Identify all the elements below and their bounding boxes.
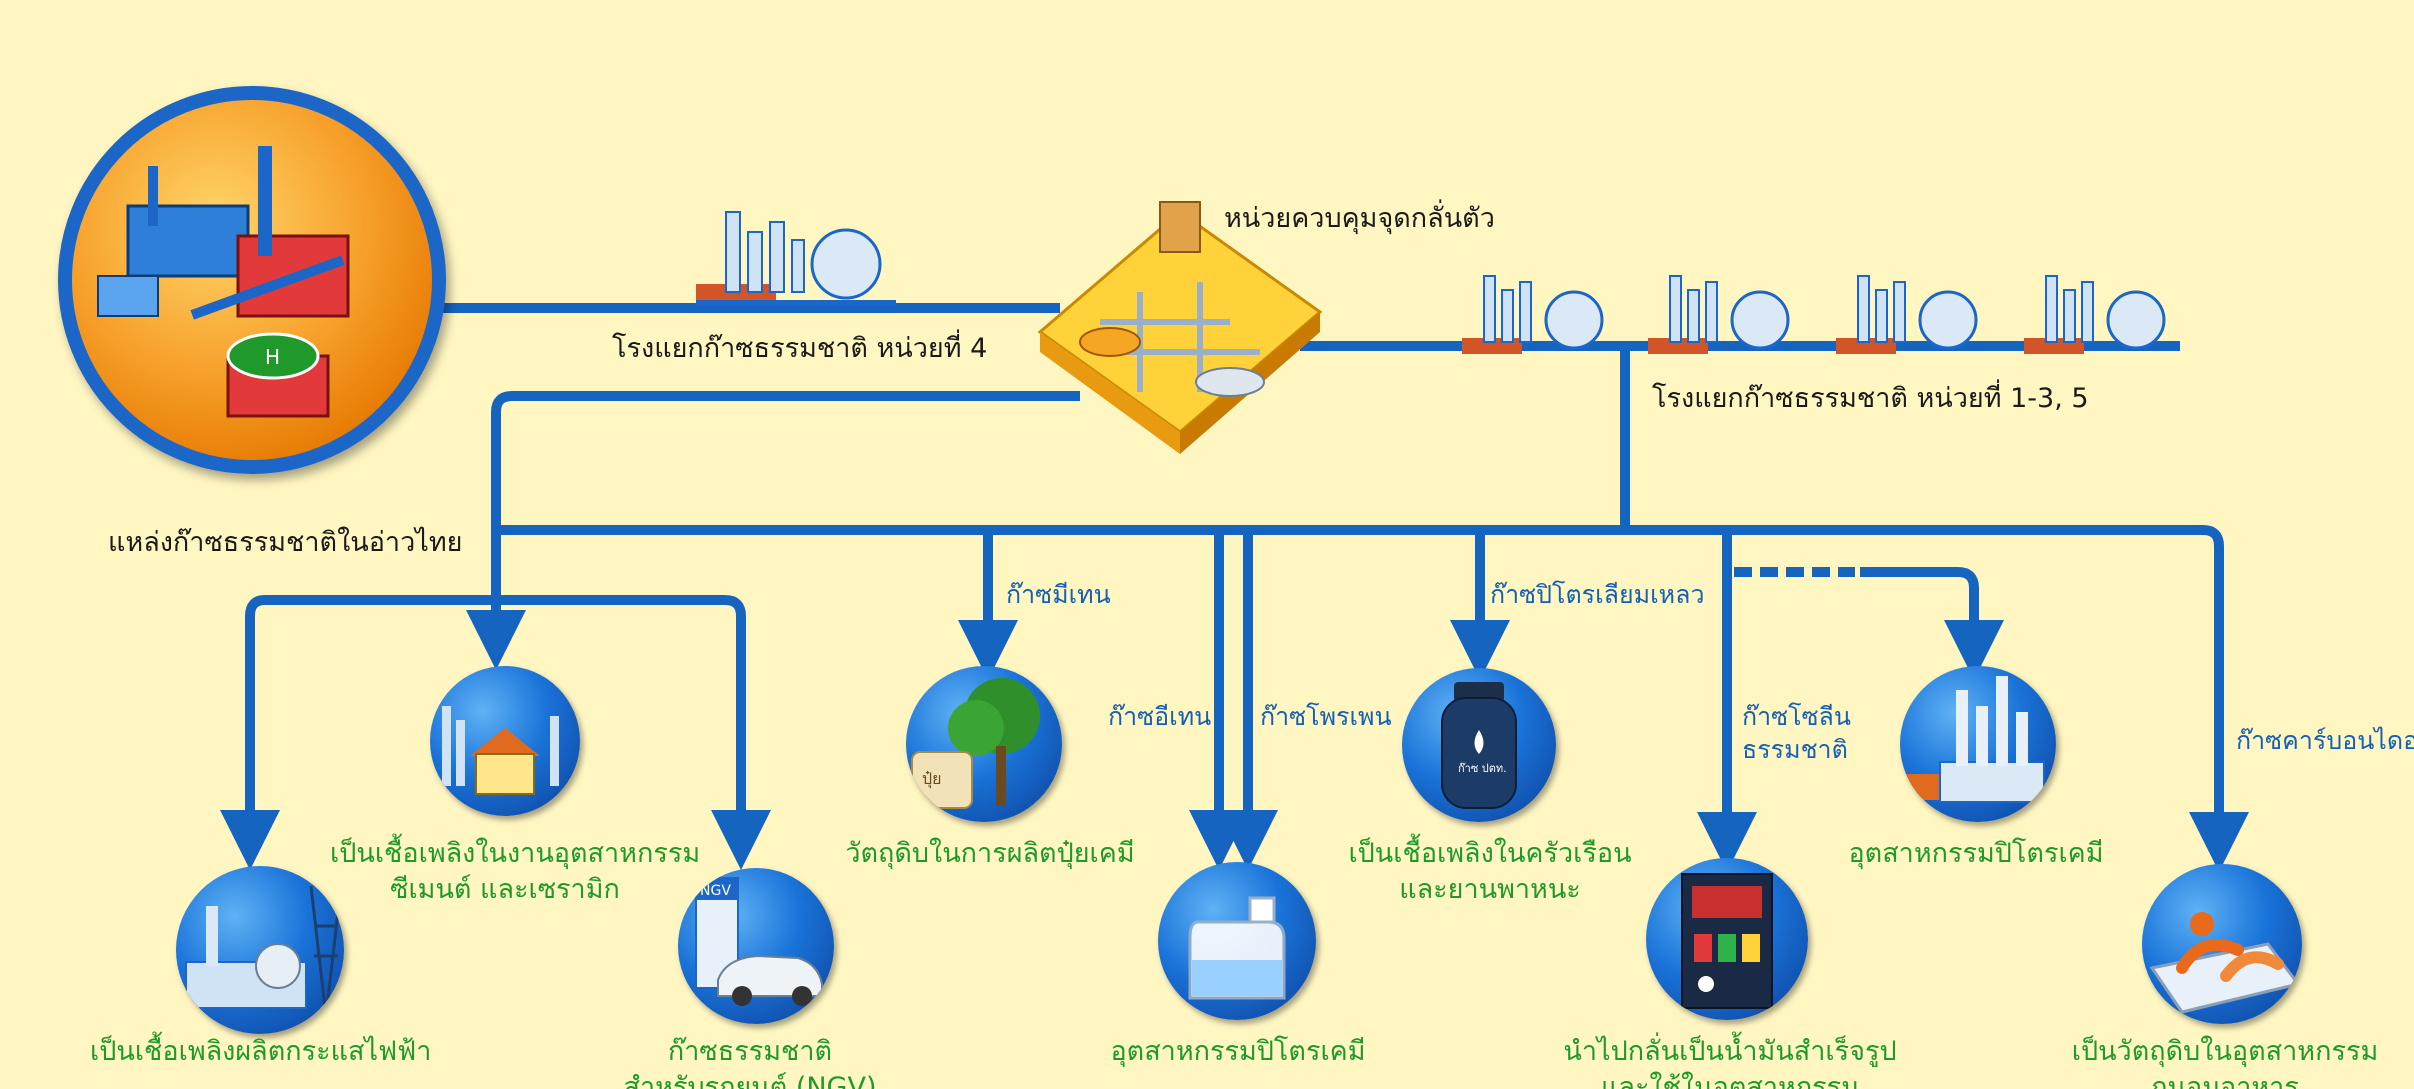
petrochemical-container-icon (1158, 862, 1316, 1020)
label-use-food: เป็นวัตถุดิบในอุตสาหกรรม ถนอมอาหาร (2060, 1034, 2390, 1089)
gas-field-offshore-icon: H (58, 86, 446, 474)
label-use-petrochemical-center: อุตสาหกรรมปิโตรเคมี (1110, 1036, 1366, 1067)
label-use-industry-fuel-line1: เป็นเชื้อเพลิงในงานอุตสาหกรรม (330, 838, 701, 869)
label-use-electricity: เป็นเชื้อเพลิงผลิตกระแสไฟฟ้า (90, 1036, 432, 1067)
fuel-pump-icon (1646, 858, 1808, 1020)
label-natural-gasoline: ก๊าซโซลีน ธรรมชาติ (1742, 700, 1851, 766)
label-use-refining-line2: และใช้ในอุตสาหกรรม (1601, 1072, 1859, 1089)
label-natural-gasoline-line1: ก๊าซโซลีน (1742, 702, 1851, 731)
label-use-ngv: ก๊าซธรรมชาติ สำหรับรถยนต์ (NGV) (610, 1034, 890, 1089)
dewpoint-control-unit-icon (1030, 192, 1330, 466)
fertilizer-tree-icon: ปุ๋ย (906, 666, 1062, 822)
gas-separation-plant-3-icon (1836, 260, 1986, 364)
svg-text:H: H (265, 345, 280, 369)
label-use-ngv-line2: สำหรับรถยนต์ (NGV) (623, 1072, 877, 1089)
ngv-station-car-icon: NGV (678, 868, 834, 1024)
gas-separation-plant-4-icon (696, 192, 896, 316)
label-use-petrochemical-right: อุตสาหกรรมปิโตรเคมี (1848, 838, 2104, 869)
label-use-industry-fuel: เป็นเชื้อเพลิงในงานอุตสาหกรรม ซีเมนต์ แล… (330, 836, 701, 908)
pipe-main-distribution (496, 525, 2249, 872)
seafood-tray-icon (2142, 864, 2302, 1024)
label-natural-gasoline-line2: ธรรมชาติ (1742, 735, 1848, 764)
label-propane: ก๊าซโพรเพน (1260, 702, 1392, 731)
ngv-sign-text: NGV (700, 883, 731, 899)
cement-ceramic-industry-icon (430, 666, 580, 816)
pipe-petrochem-right (1860, 567, 2004, 680)
label-dewpoint-unit: หน่วยควบคุมจุดกลั่นตัว (1224, 203, 1495, 234)
label-use-household: เป็นเชื้อเพลิงในครัวเรือน และยานพาหนะ (1340, 836, 1640, 908)
label-use-household-line2: และยานพาหนะ (1399, 874, 1581, 905)
pipe-split-top (265, 595, 771, 870)
lpg-cylinder-icon: ก๊าซ ปตท. (1402, 668, 1556, 822)
pipe-dewpoint-down-left (491, 391, 1080, 530)
gas-separation-plant-2-icon (1648, 260, 1798, 364)
label-plants-1-3-5: โรงแยกก๊าซธรรมชาติ หน่วยที่ 1-3, 5 (1652, 383, 2089, 414)
label-lpg: ก๊าซปิโตรเลียมเหลว (1490, 580, 1705, 609)
pipe-split-left (220, 595, 280, 870)
gas-separation-plant-5-icon (2024, 260, 2174, 364)
petrochemical-plant-icon (1900, 666, 2056, 822)
label-co2: ก๊าซคาร์บอนไดออกไซด์ (2236, 726, 2414, 755)
label-use-refining: นำไปกลั่นเป็นน้ำมันสำเร็จรูป และใช้ในอุต… (1560, 1034, 1900, 1089)
label-use-household-line1: เป็นเชื้อเพลิงในครัวเรือน (1348, 838, 1632, 869)
label-gas-source: แหล่งก๊าซธรรมชาติในอ่าวไทย (108, 527, 463, 558)
label-use-refining-line1: นำไปกลั่นเป็นน้ำมันสำเร็จรูป (1563, 1036, 1897, 1067)
lpg-tank-text: ก๊าซ ปตท. (1458, 762, 1507, 775)
fertilizer-bag-text: ปุ๋ย (922, 769, 942, 789)
gas-separation-plant-1-icon (1462, 260, 1612, 364)
label-use-industry-fuel-line2: ซีเมนต์ และเซรามิก (390, 874, 620, 905)
label-use-fertilizer: วัตถุดิบในการผลิตปุ๋ยเคมี (845, 838, 1135, 869)
label-use-food-line1: เป็นวัตถุดิบในอุตสาหกรรม (2071, 1036, 2379, 1067)
label-methane: ก๊าซมีเทน (1006, 580, 1111, 609)
power-plant-icon (176, 866, 344, 1034)
label-plant-4: โรงแยกก๊าซธรรมชาติ หน่วยที่ 4 (612, 333, 988, 364)
label-use-food-line2: ถนอมอาหาร (2151, 1072, 2299, 1089)
label-use-ngv-line1: ก๊าซธรรมชาติ (667, 1036, 833, 1067)
label-ethane: ก๊าซอีเทน (1108, 702, 1212, 731)
